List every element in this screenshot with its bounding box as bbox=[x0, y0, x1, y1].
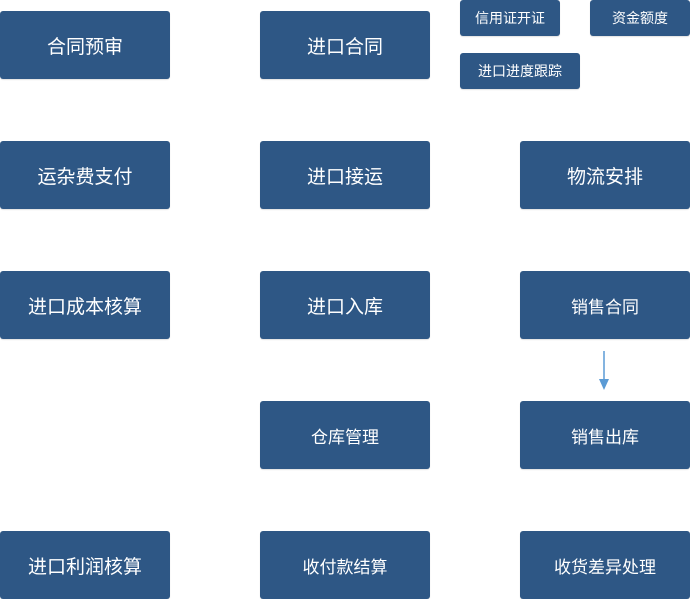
warehouse-management-node[interactable]: 仓库管理 bbox=[260, 401, 430, 469]
import-contract-node[interactable]: 进口合同 bbox=[260, 11, 430, 79]
fund-quota-node[interactable]: 资金额度 bbox=[590, 0, 690, 36]
sales-outbound-node[interactable]: 销售出库 bbox=[520, 401, 690, 469]
contract-pre-review-node[interactable]: 合同预审 bbox=[0, 11, 170, 79]
import-progress-tracking-node[interactable]: 进口进度跟踪 bbox=[460, 53, 580, 89]
import-pickup-node[interactable]: 进口接运 bbox=[260, 141, 430, 209]
sales-contract-node[interactable]: 销售合同 bbox=[520, 271, 690, 339]
import-warehousing-node[interactable]: 进口入库 bbox=[260, 271, 430, 339]
arrow-head bbox=[599, 379, 609, 390]
sales-contract-to-outbound-arrow bbox=[599, 351, 609, 390]
logistics-arrangement-node[interactable]: 物流安排 bbox=[520, 141, 690, 209]
import-profit-accounting-node[interactable]: 进口利润核算 bbox=[0, 531, 170, 599]
letter-of-credit-node[interactable]: 信用证开证 bbox=[460, 0, 560, 36]
import-cost-accounting-node[interactable]: 进口成本核算 bbox=[0, 271, 170, 339]
payment-settlement-node[interactable]: 收付款结算 bbox=[260, 531, 430, 599]
receipt-discrepancy-node[interactable]: 收货差异处理 bbox=[520, 531, 690, 599]
freight-payment-node[interactable]: 运杂费支付 bbox=[0, 141, 170, 209]
